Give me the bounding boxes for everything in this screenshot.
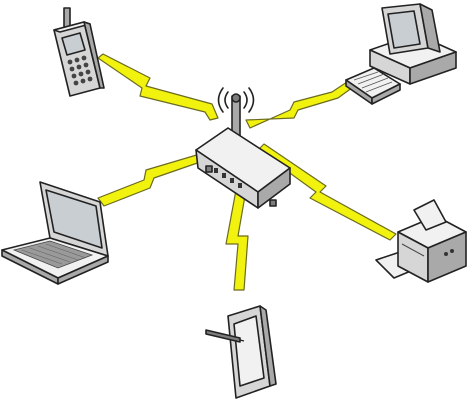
tablet-stylus-icon: [205, 305, 277, 399]
desktop-computer-icon: [345, 3, 457, 105]
link-bolt-desktop: [245, 75, 361, 129]
router-status-lights: [214, 168, 242, 188]
wireless-links: [97, 53, 397, 291]
router-icon: [195, 87, 291, 209]
printer-icon: [375, 199, 467, 283]
link-bolt-printer: [257, 143, 397, 241]
cell-phone-icon: [53, 7, 105, 97]
laptop-icon: [1, 181, 109, 285]
link-bolt-tablet: [225, 189, 249, 291]
link-bolt-cell-phone: [97, 53, 219, 121]
link-bolt-laptop: [97, 153, 207, 207]
